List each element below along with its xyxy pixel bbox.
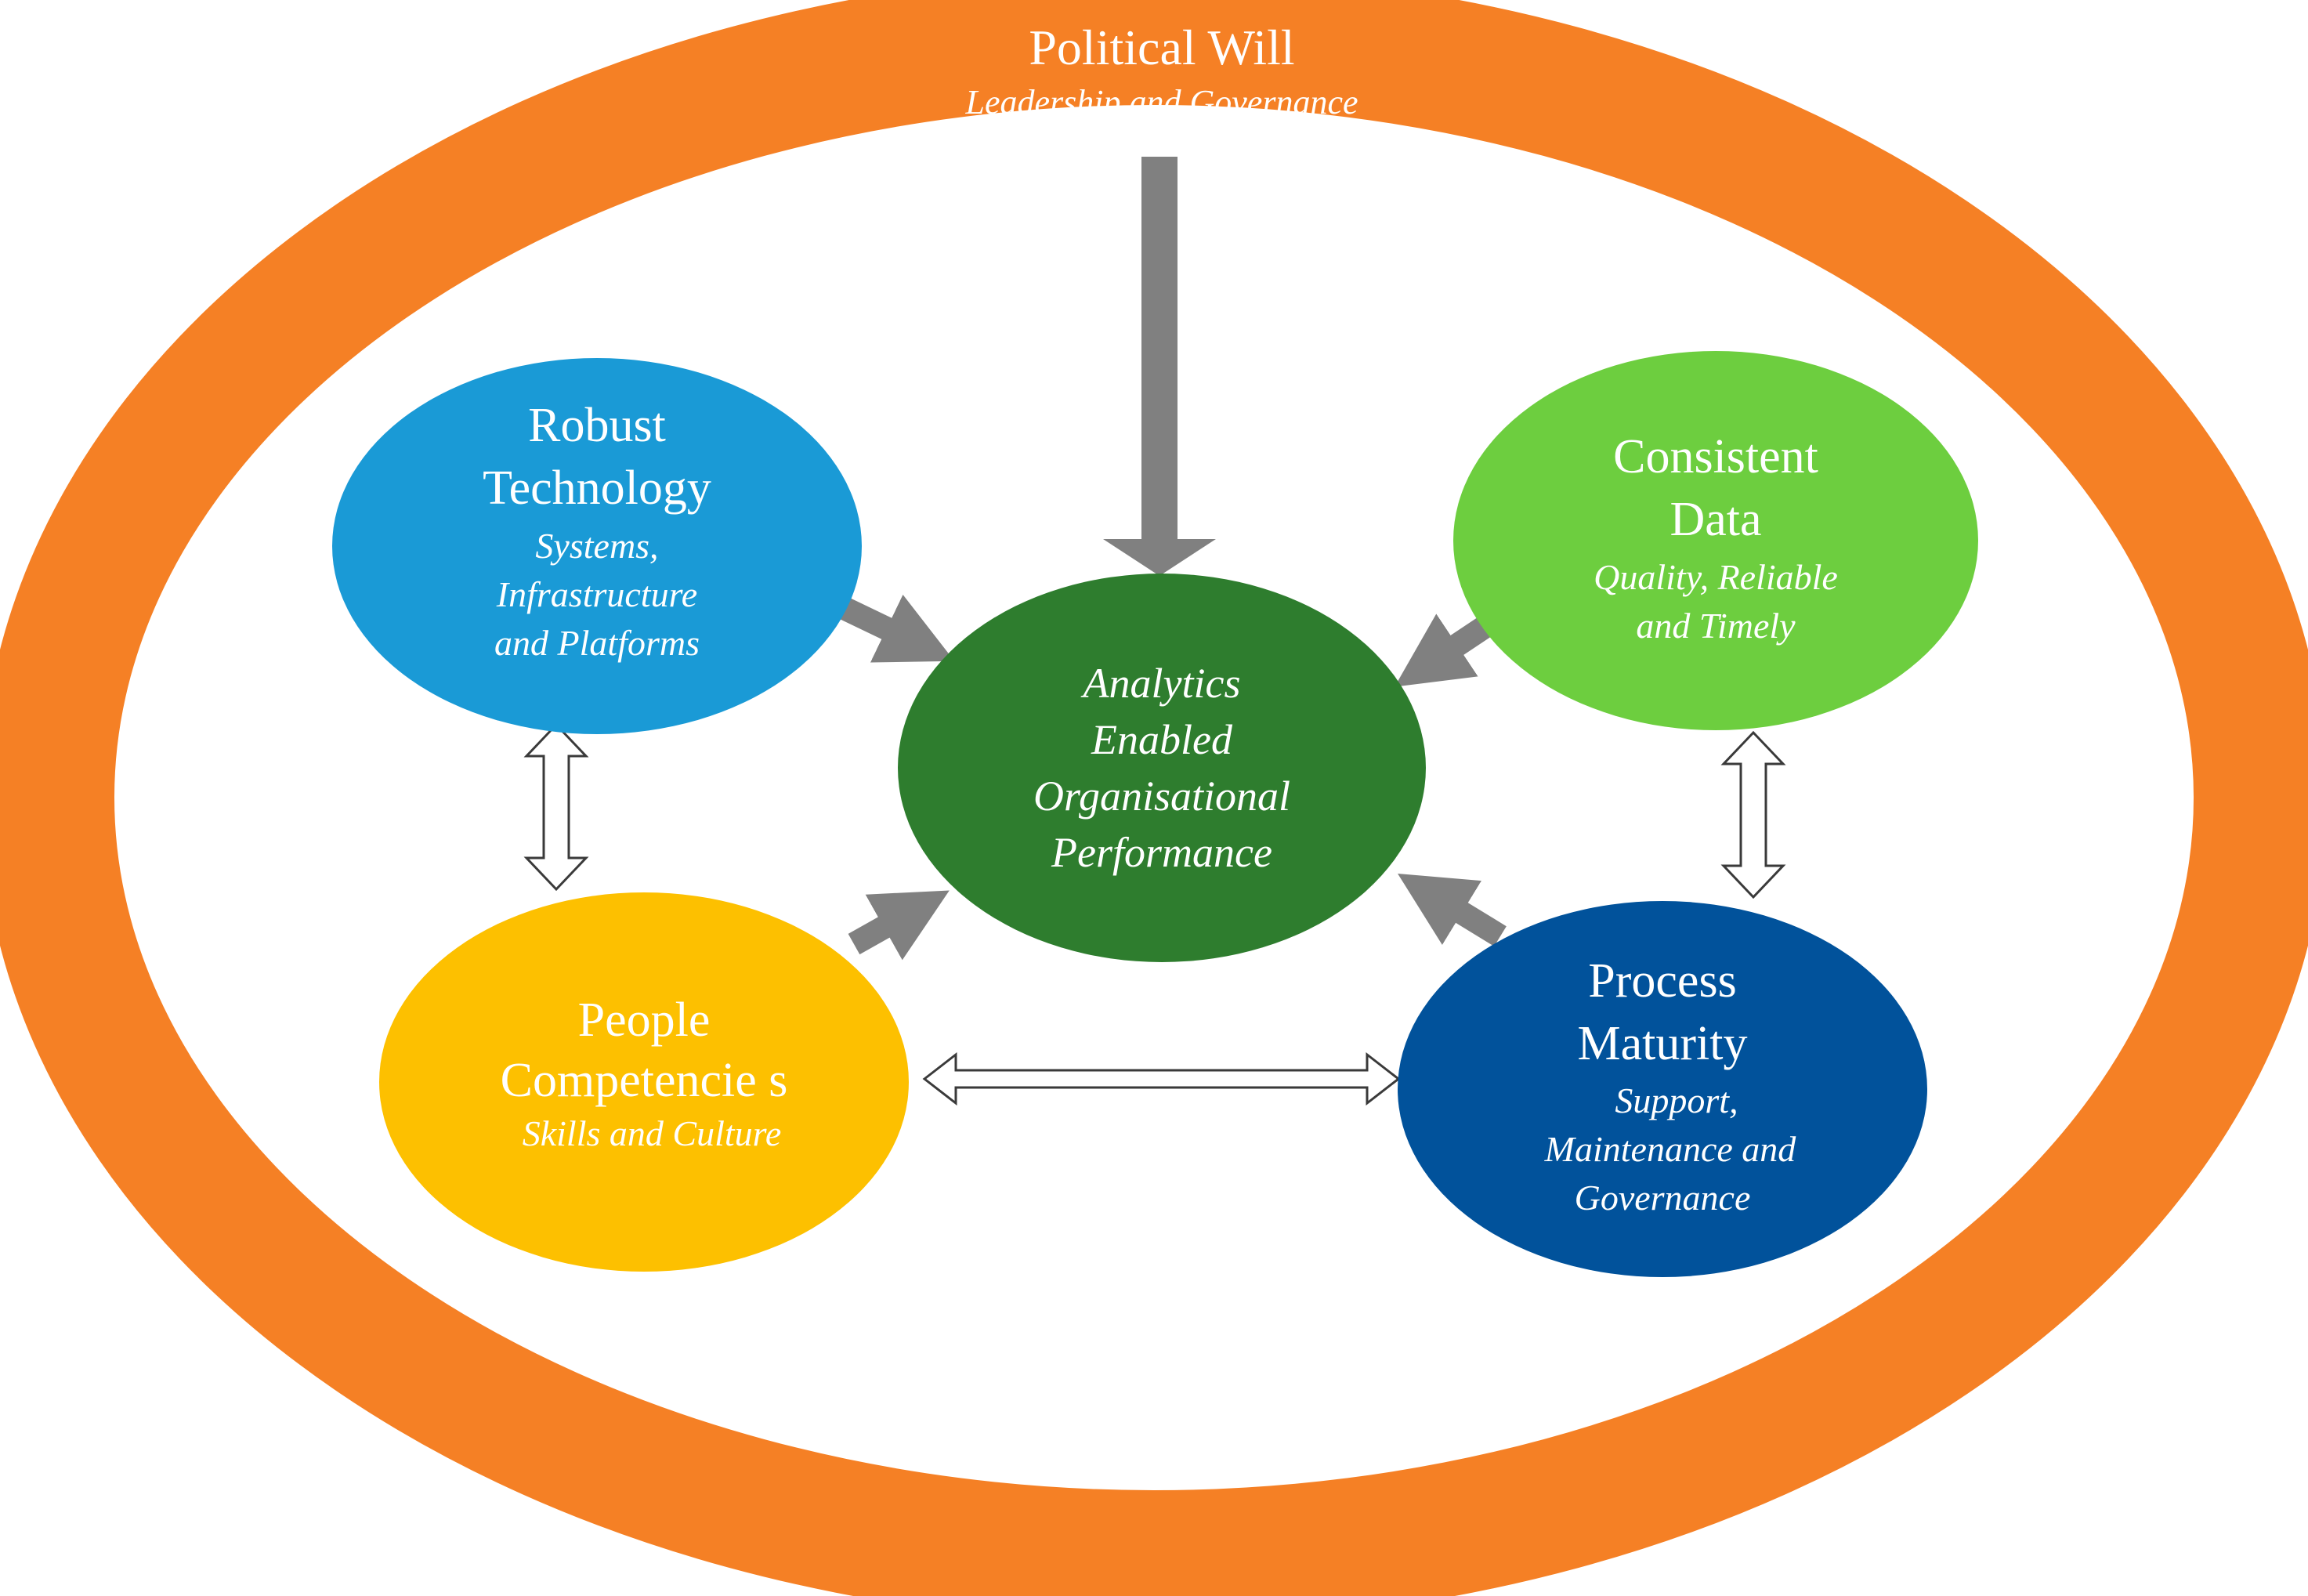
center-line-2: Enabled: [1091, 716, 1233, 763]
process-sub-3: Governance: [1575, 1178, 1751, 1218]
arrow-political-to-center: [1103, 157, 1216, 576]
process-title-1: Process: [1588, 954, 1736, 1008]
process-sub-2: Maintenance and: [1544, 1129, 1797, 1169]
process-title-2: Maturity: [1578, 1017, 1748, 1070]
data-sub-1: Quality, Reliable: [1594, 557, 1838, 597]
people-title-2: Competencie s: [501, 1054, 788, 1107]
center-line-1: Analytics: [1081, 660, 1241, 707]
technology-sub-2: Infrastructure: [496, 574, 697, 614]
outer-subtitle: Leadership and Governance: [964, 83, 1358, 121]
arrow-data-to-center: [1395, 613, 1492, 687]
arrow-people-to-center: [848, 890, 950, 961]
technology-title-2: Technology: [483, 461, 711, 515]
center-node: [898, 574, 1426, 962]
people-title-1: People: [578, 993, 711, 1047]
node-consistent-data: [1453, 351, 1978, 730]
people-sub-1: Skills and Culture: [523, 1113, 782, 1153]
center-line-4: Performance: [1051, 829, 1272, 876]
outer-title: Political Will: [1029, 20, 1294, 75]
technology-sub-1: Systems,: [535, 526, 658, 566]
double-arrow-data-process: [1720, 730, 1786, 899]
node-process-maturity: [1398, 901, 1927, 1277]
technology-title-1: Robust: [528, 399, 666, 452]
center-line-3: Organisational: [1033, 773, 1290, 820]
data-sub-2: and Timely: [1636, 606, 1796, 646]
double-arrow-people-process: [922, 1051, 1401, 1106]
process-sub-1: Support,: [1615, 1080, 1738, 1120]
data-title-2: Data: [1670, 493, 1761, 546]
data-title-1: Consistent: [1613, 430, 1818, 483]
double-arrow-technology-people: [523, 722, 589, 892]
technology-sub-3: and Platforms: [494, 623, 700, 663]
node-people-competencies: [379, 892, 909, 1272]
node-robust-technology: [332, 358, 862, 734]
arrow-technology-to-center: [837, 594, 955, 663]
arrow-process-to-center: [1398, 873, 1507, 946]
